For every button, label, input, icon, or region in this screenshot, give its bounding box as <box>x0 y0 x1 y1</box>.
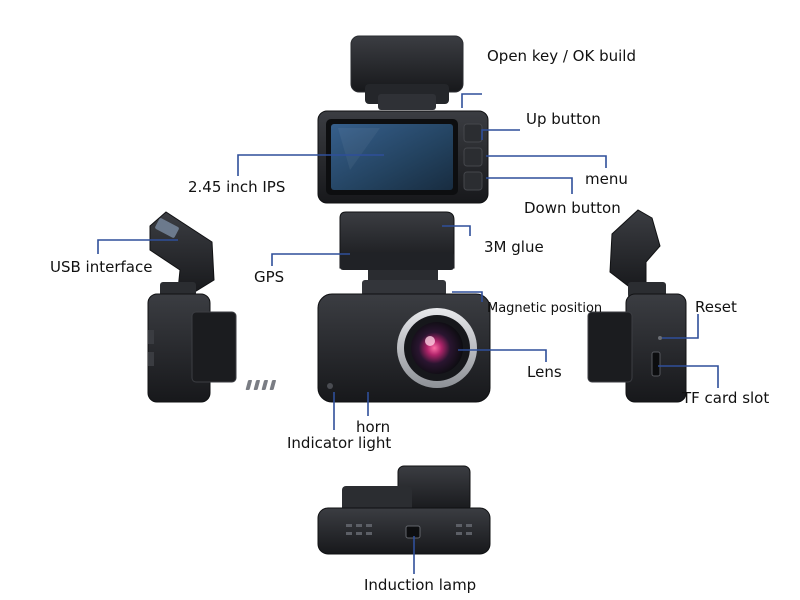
label-usb: USB interface <box>50 258 153 276</box>
up-button-shape <box>463 123 483 143</box>
leader-magnetic <box>452 291 483 302</box>
lens-glass <box>411 322 463 374</box>
leader-lens <box>458 349 547 362</box>
label-induction: Induction lamp <box>364 576 477 594</box>
gps-glue-block <box>339 211 455 296</box>
leader-tf <box>658 365 719 388</box>
leader-screen <box>237 154 384 176</box>
screen-body <box>317 110 489 204</box>
left-side-view <box>147 211 237 403</box>
right-side-view <box>587 209 687 403</box>
horn-grille <box>245 380 276 390</box>
leader-open-key <box>461 93 482 108</box>
label-magnetic: Magnetic position <box>487 301 603 316</box>
bottom-view <box>317 465 491 555</box>
leader-glue <box>442 225 471 236</box>
label-up-button: Up button <box>526 110 601 128</box>
leader-up <box>481 129 520 140</box>
leader-usb <box>97 239 178 254</box>
ips-screen <box>331 124 453 190</box>
reset-hole-shape <box>658 336 662 340</box>
label-horn: horn <box>356 418 391 436</box>
label-menu: menu <box>585 170 628 188</box>
menu-button-shape <box>463 147 483 167</box>
label-tf-card: TF card slot <box>682 389 770 407</box>
label-indicator: Indicator light <box>287 434 392 452</box>
indicator-light-shape <box>327 383 333 389</box>
label-screen: 2.45 inch IPS <box>188 178 286 196</box>
tf-slot-shape <box>651 351 661 377</box>
front-camera-body <box>245 293 491 403</box>
leader-reset <box>662 314 699 339</box>
leader-down <box>486 177 573 194</box>
induction-lamp-shape <box>405 525 421 539</box>
magnetic-plate <box>362 280 446 296</box>
label-down-button: Down button <box>524 199 621 217</box>
usb-port-shape <box>155 218 179 238</box>
top-mount-block <box>350 35 464 110</box>
down-button-shape <box>463 171 483 191</box>
label-lens: Lens <box>527 363 562 381</box>
label-open-key: Open key / OK build <box>487 47 636 65</box>
leader-gps <box>271 253 350 266</box>
leader-lines <box>97 93 719 574</box>
label-glue: 3M glue <box>484 238 544 256</box>
label-gps: GPS <box>254 268 285 286</box>
leader-menu <box>486 155 607 168</box>
label-reset: Reset <box>695 298 737 316</box>
